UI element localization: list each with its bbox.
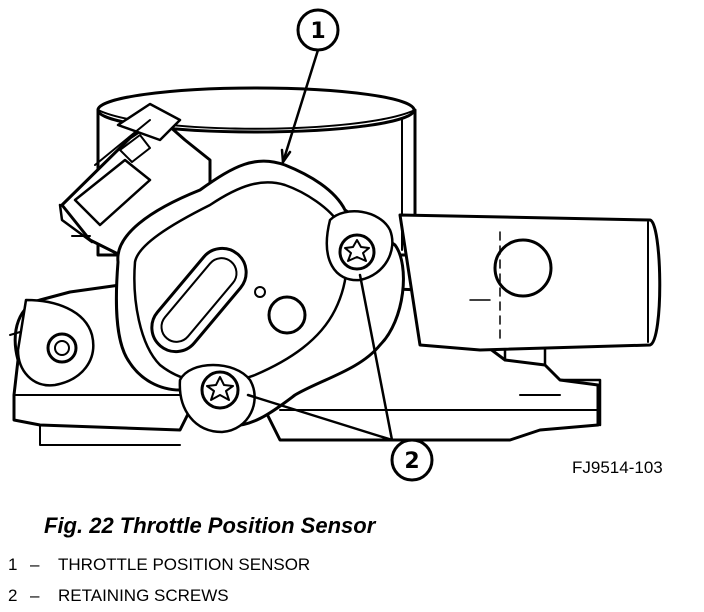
legend-item-1: 1–THROTTLE POSITION SENSOR <box>8 555 310 575</box>
callout-circle-1 <box>296 8 340 52</box>
legend-number: 2 <box>8 586 18 605</box>
legend-number: 1 <box>8 555 18 574</box>
figure-code: FJ9514-103 <box>572 458 663 477</box>
mounting-boss <box>16 298 95 387</box>
legend-dash: – <box>30 555 40 574</box>
retaining-screw-upper <box>325 210 394 282</box>
throttle-body-illustration: 1 2 <box>9 8 662 482</box>
throttle-shaft-housing <box>398 213 662 352</box>
retaining-screw-lower <box>178 363 256 434</box>
legend-item-2: 2–RETAINING SCREWS <box>8 586 229 606</box>
figure-caption: Fig. 22 Throttle Position Sensor <box>44 513 376 538</box>
legend-text: RETAINING SCREWS <box>58 586 229 605</box>
leader-lines <box>246 48 394 442</box>
callout-circle-2 <box>390 438 434 482</box>
callout-number-2: 2 <box>404 449 419 474</box>
callout-number-1: 1 <box>310 19 325 44</box>
legend-dash: – <box>30 586 40 605</box>
legend-text: THROTTLE POSITION SENSOR <box>58 555 311 574</box>
